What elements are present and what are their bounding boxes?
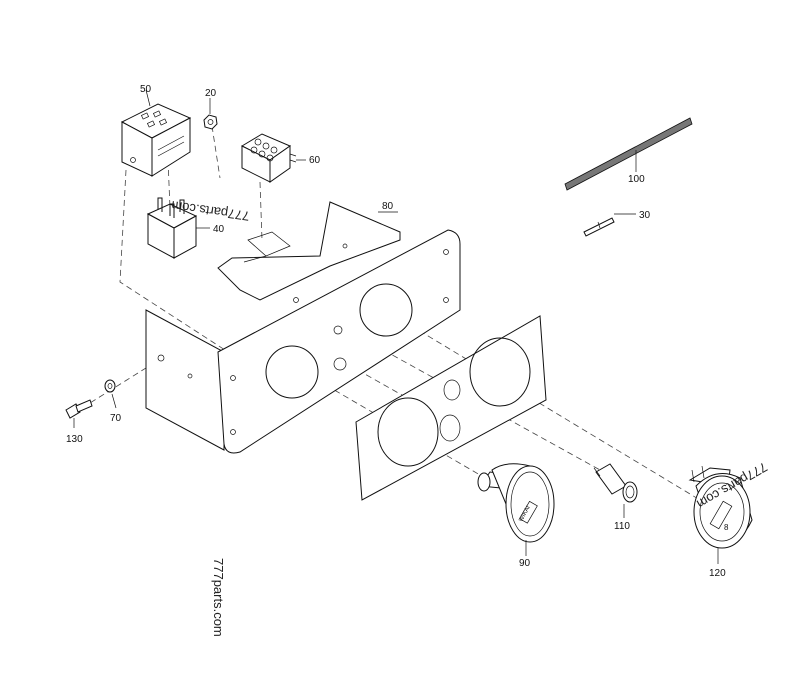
indicator-lamp-part <box>593 463 638 518</box>
callout-70: 70 <box>110 413 122 424</box>
gauge-part <box>477 463 555 556</box>
bolt-part <box>65 399 93 428</box>
callout-100: 100 <box>628 174 645 185</box>
callout-80: 80 <box>382 201 394 212</box>
hour-meter-part <box>688 465 753 564</box>
callout-40: 40 <box>213 224 225 235</box>
hour-meter-digit: 8 <box>724 523 729 532</box>
washer-part <box>104 379 117 409</box>
callout-110: 110 <box>614 521 630 532</box>
nut-part <box>203 98 218 130</box>
callout-60: 60 <box>309 155 321 166</box>
callout-90: 90 <box>519 558 531 569</box>
callouts: 50 20 60 40 80 100 30 130 70 90 110 120 <box>66 84 726 579</box>
callout-30: 30 <box>639 210 651 221</box>
watermark-left: 777parts.com <box>211 558 226 637</box>
callout-130: 130 <box>66 434 83 445</box>
callout-120: 120 <box>709 568 726 579</box>
strip-part <box>564 117 693 191</box>
connector-part <box>240 133 306 183</box>
mounting-bracket-part <box>145 201 461 454</box>
relay-socket-part <box>120 89 192 177</box>
pin-part <box>583 213 636 237</box>
callout-20: 20 <box>205 88 217 99</box>
gasket-part <box>355 315 547 501</box>
relay-part <box>146 197 210 259</box>
callout-50: 50 <box>140 84 152 95</box>
